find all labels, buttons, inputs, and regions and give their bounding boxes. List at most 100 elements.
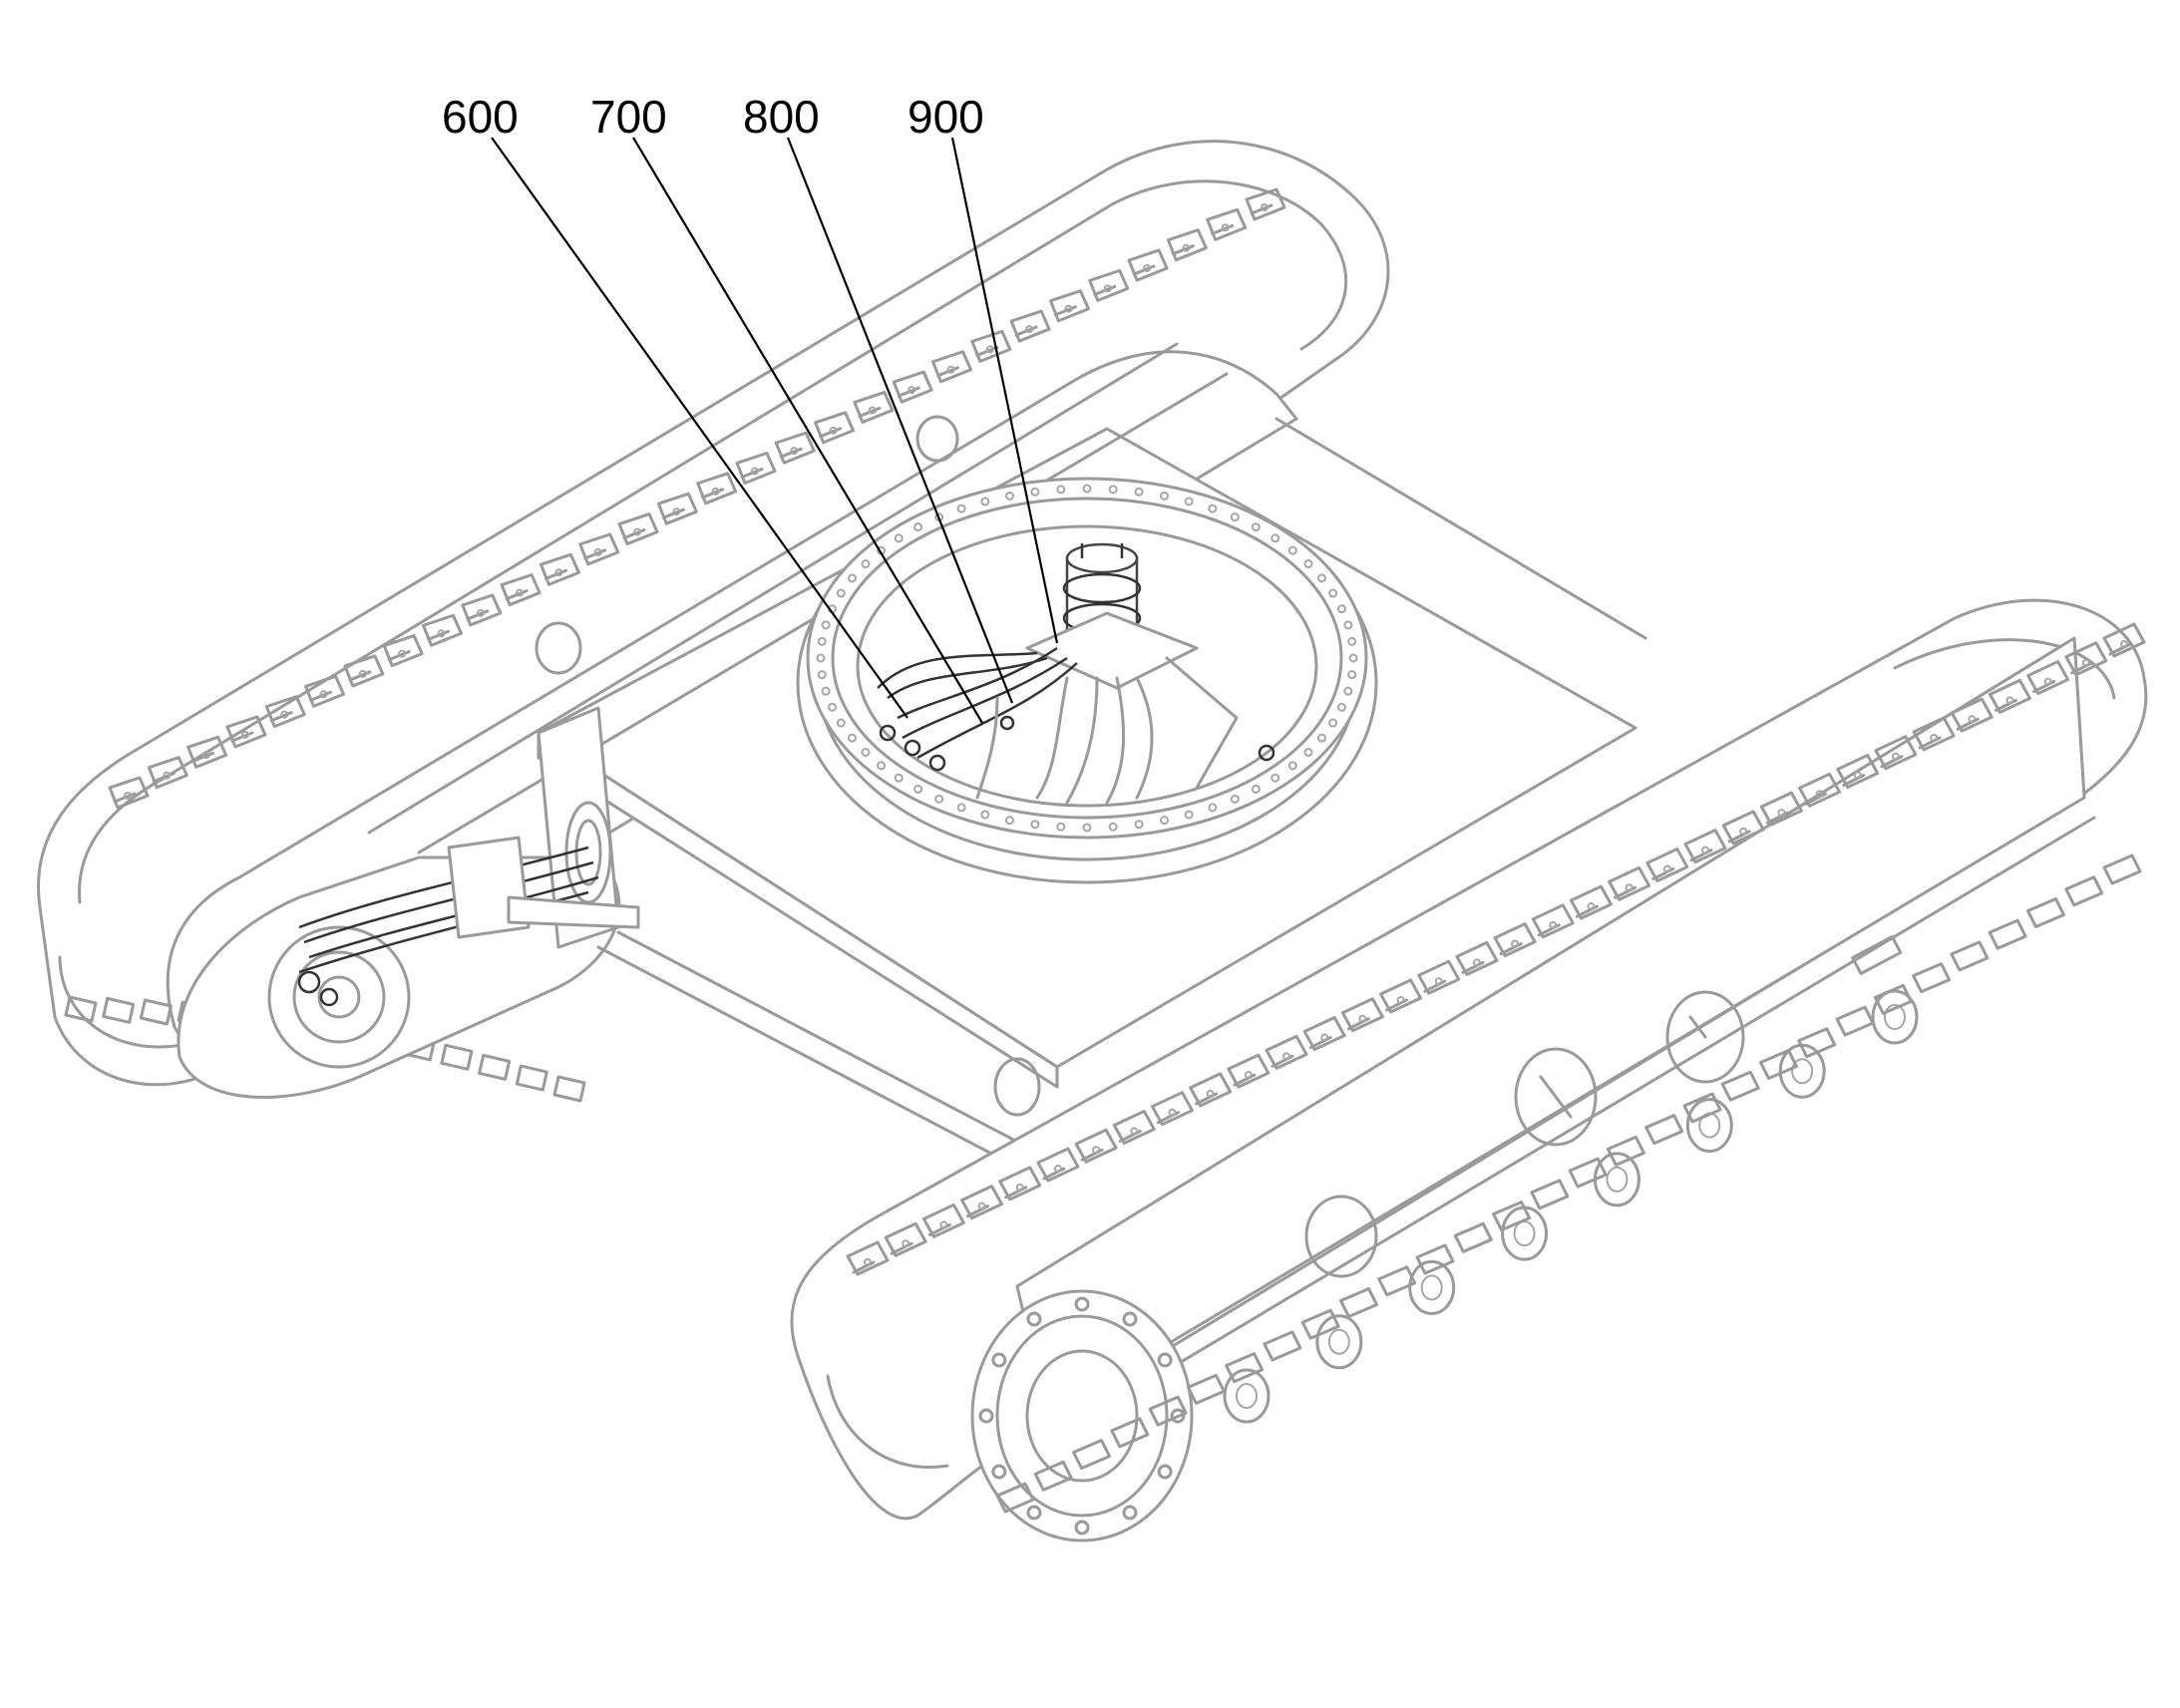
- hub-bolt: [1026, 1505, 1042, 1521]
- track-shoe: [1492, 1200, 1532, 1232]
- shoe-bolt: [902, 1239, 910, 1248]
- ring-bolt-hole: [913, 784, 923, 794]
- shoe-bolt: [516, 588, 525, 597]
- track-shoe: [1072, 1439, 1112, 1471]
- shoe-bolt: [908, 386, 916, 395]
- track-shoe: [552, 1075, 586, 1103]
- shoe-bolt: [2043, 677, 2052, 686]
- ring-bolt-hole: [1328, 588, 1338, 598]
- ring-bolt-hole: [1108, 822, 1118, 832]
- shoe-bolt: [2120, 640, 2128, 648]
- shoe-bolt: [1092, 1146, 1101, 1155]
- callout-label-800: 800: [743, 91, 820, 143]
- shoe-bolt: [1261, 203, 1269, 211]
- hub-bolt: [1122, 1505, 1138, 1521]
- track-shoe: [995, 1482, 1035, 1514]
- shoe-bolt: [437, 629, 446, 638]
- ring-bolt-hole: [956, 803, 966, 813]
- shoe-bolt: [750, 467, 759, 476]
- shoe-bolt: [1815, 790, 1824, 799]
- shoe-bolt: [1434, 977, 1443, 986]
- shoe-bolt: [1320, 1033, 1329, 1042]
- ring-bolt-hole: [1134, 487, 1144, 497]
- ring-bolt-hole: [1030, 487, 1040, 497]
- hub-bolt: [1157, 1352, 1173, 1368]
- track-shoe: [1148, 1395, 1188, 1427]
- shoe-bolt: [1968, 715, 1977, 724]
- ring-bolt-hole: [821, 686, 831, 696]
- shoe-bolt: [1396, 995, 1405, 1004]
- ring-bolt-hole: [1134, 820, 1144, 830]
- track-shoe: [139, 998, 173, 1026]
- ring-bolt-hole: [848, 733, 858, 743]
- ring-bolt-hole: [861, 747, 871, 757]
- shoe-bolt: [711, 487, 720, 496]
- ring-bolt-hole: [827, 702, 837, 712]
- ring-bolt-hole: [817, 670, 827, 680]
- shoe-bolt: [1206, 1089, 1215, 1098]
- ring-bolt-hole: [1208, 504, 1218, 513]
- track-shoe: [1453, 1221, 1493, 1253]
- track-shoe: [2025, 896, 2065, 928]
- ring-bolt-hole: [848, 573, 858, 583]
- shoe-bolt: [1064, 304, 1073, 313]
- track-shoe: [1988, 918, 2027, 950]
- callout-label-700: 700: [590, 91, 667, 143]
- shoe-bolt: [358, 669, 367, 678]
- ring-bolt-hole: [1328, 718, 1338, 728]
- ring-bolt-hole: [1316, 733, 1326, 743]
- ring-bolt-hole: [1208, 803, 1218, 813]
- ring-bolt-hole: [1230, 794, 1240, 804]
- callout-600: 600: [442, 91, 908, 719]
- track-shoe: [515, 1064, 548, 1092]
- track-shoe: [2102, 854, 2142, 885]
- track-shoe: [1797, 1027, 1837, 1059]
- track-shoe: [1873, 983, 1913, 1015]
- hub-bolt: [1122, 1311, 1138, 1327]
- shoe-bolt: [1625, 883, 1634, 892]
- track-shoe: [1606, 1135, 1645, 1167]
- track-shoe: [440, 1043, 474, 1071]
- shoe-bolt: [1221, 223, 1230, 232]
- track-shoe: [1338, 1286, 1378, 1318]
- left-hose-routing: [297, 836, 640, 1007]
- shoe-bolt: [1244, 1071, 1253, 1080]
- track-roller-hub: [1791, 1058, 1814, 1085]
- shoe-bolt: [554, 568, 563, 577]
- shoe-bolt: [1777, 809, 1786, 818]
- shoe-bolt: [829, 426, 838, 435]
- shoe-bolt: [2081, 658, 2090, 667]
- ring-bolt-hole: [1343, 686, 1353, 696]
- track-shoe: [1225, 1352, 1265, 1384]
- right-crawler-track: [790, 598, 2148, 1542]
- shoe-bolt: [946, 365, 955, 374]
- ring-bolt-hole: [821, 620, 831, 630]
- shoe-bolt: [280, 710, 289, 719]
- shoe-bolt: [1182, 243, 1191, 252]
- ring-bolt-hole: [956, 504, 966, 513]
- shoe-bolt: [633, 527, 642, 536]
- track-shoe: [102, 996, 136, 1024]
- shoe-bolt: [1103, 284, 1112, 293]
- track-shoe: [1186, 1373, 1226, 1405]
- track-shoe: [1300, 1308, 1340, 1340]
- ring-bolt-hole: [1348, 653, 1358, 663]
- hub-bolt: [1074, 1520, 1090, 1536]
- hub-bolt: [991, 1352, 1007, 1368]
- hub-bolt: [1026, 1311, 1042, 1327]
- shoe-bolt: [1853, 771, 1862, 780]
- shoe-bolt: [1930, 733, 1939, 742]
- track-roller: [1871, 989, 1919, 1045]
- shoe-bolt: [1168, 1108, 1177, 1117]
- shoe-bolt: [939, 1220, 948, 1229]
- shoe-bolt: [1143, 264, 1152, 273]
- shoe-bolt: [398, 649, 407, 658]
- leader-line-900: [950, 137, 1059, 644]
- track-shoe: [478, 1053, 512, 1081]
- ring-bolt-hole: [816, 653, 826, 663]
- track-shoe: [1720, 1070, 1760, 1102]
- shoe-bolt: [864, 1258, 872, 1266]
- track-roller-hub: [1606, 1166, 1629, 1193]
- track-shoe: [1644, 1114, 1684, 1146]
